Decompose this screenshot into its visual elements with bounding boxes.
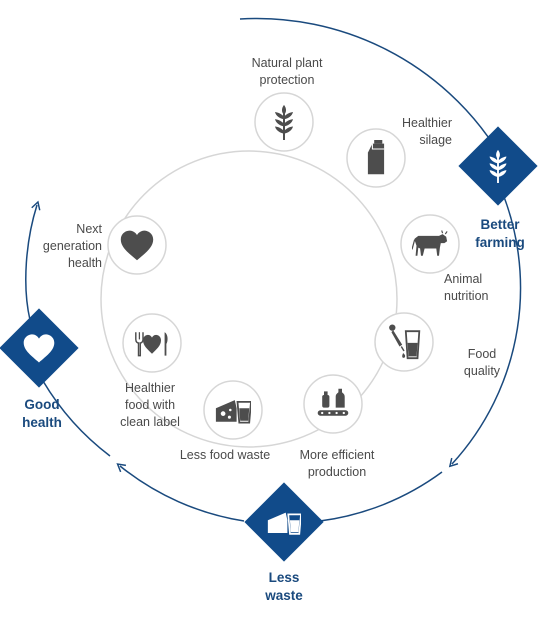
node-natural-plant-protection xyxy=(254,92,314,152)
node-circle xyxy=(303,374,363,434)
node-healthier-silage xyxy=(346,128,406,188)
node-food-quality xyxy=(374,312,434,372)
label-better-farming: Better farming xyxy=(475,217,525,250)
label-animal-nutrition: Animal nutrition xyxy=(444,272,489,303)
label-more-efficient-production: More efficient production xyxy=(299,448,375,479)
node-more-efficient-production xyxy=(303,374,363,434)
cycle-arc xyxy=(239,17,498,151)
node-animal-nutrition xyxy=(400,214,460,274)
cycle-arc xyxy=(448,179,522,468)
outer-cycle-arrows xyxy=(25,17,522,522)
node-circle xyxy=(374,312,434,372)
label-less-waste: Less waste xyxy=(265,570,303,603)
label-healthier-silage: Healthier silage xyxy=(401,116,452,147)
label-next-generation-health: Next generation health xyxy=(42,222,102,270)
outer-nodes xyxy=(0,126,538,562)
label-less-food-waste: Less food waste xyxy=(179,448,271,462)
cycle-arc xyxy=(319,471,443,522)
label-good-health: Good health xyxy=(22,397,62,430)
inner-ring xyxy=(100,150,398,448)
diamond-better-farming xyxy=(458,126,538,206)
node-next-generation-health xyxy=(107,215,167,275)
inner-nodes xyxy=(107,92,460,440)
label-food-quality: Food quality xyxy=(463,347,501,378)
cycle-arc xyxy=(42,380,111,457)
cycle-arc xyxy=(25,200,41,321)
label-healthier-food-clean-label: Healthier food with clean label xyxy=(120,381,180,429)
diamond-less-waste xyxy=(244,482,324,562)
label-natural-plant-protection: Natural plant protection xyxy=(251,56,323,87)
node-less-food-waste xyxy=(203,380,263,440)
diamond-good-health xyxy=(0,308,79,388)
node-healthier-food-clean-label xyxy=(122,313,182,373)
cycle-arc xyxy=(116,463,245,522)
